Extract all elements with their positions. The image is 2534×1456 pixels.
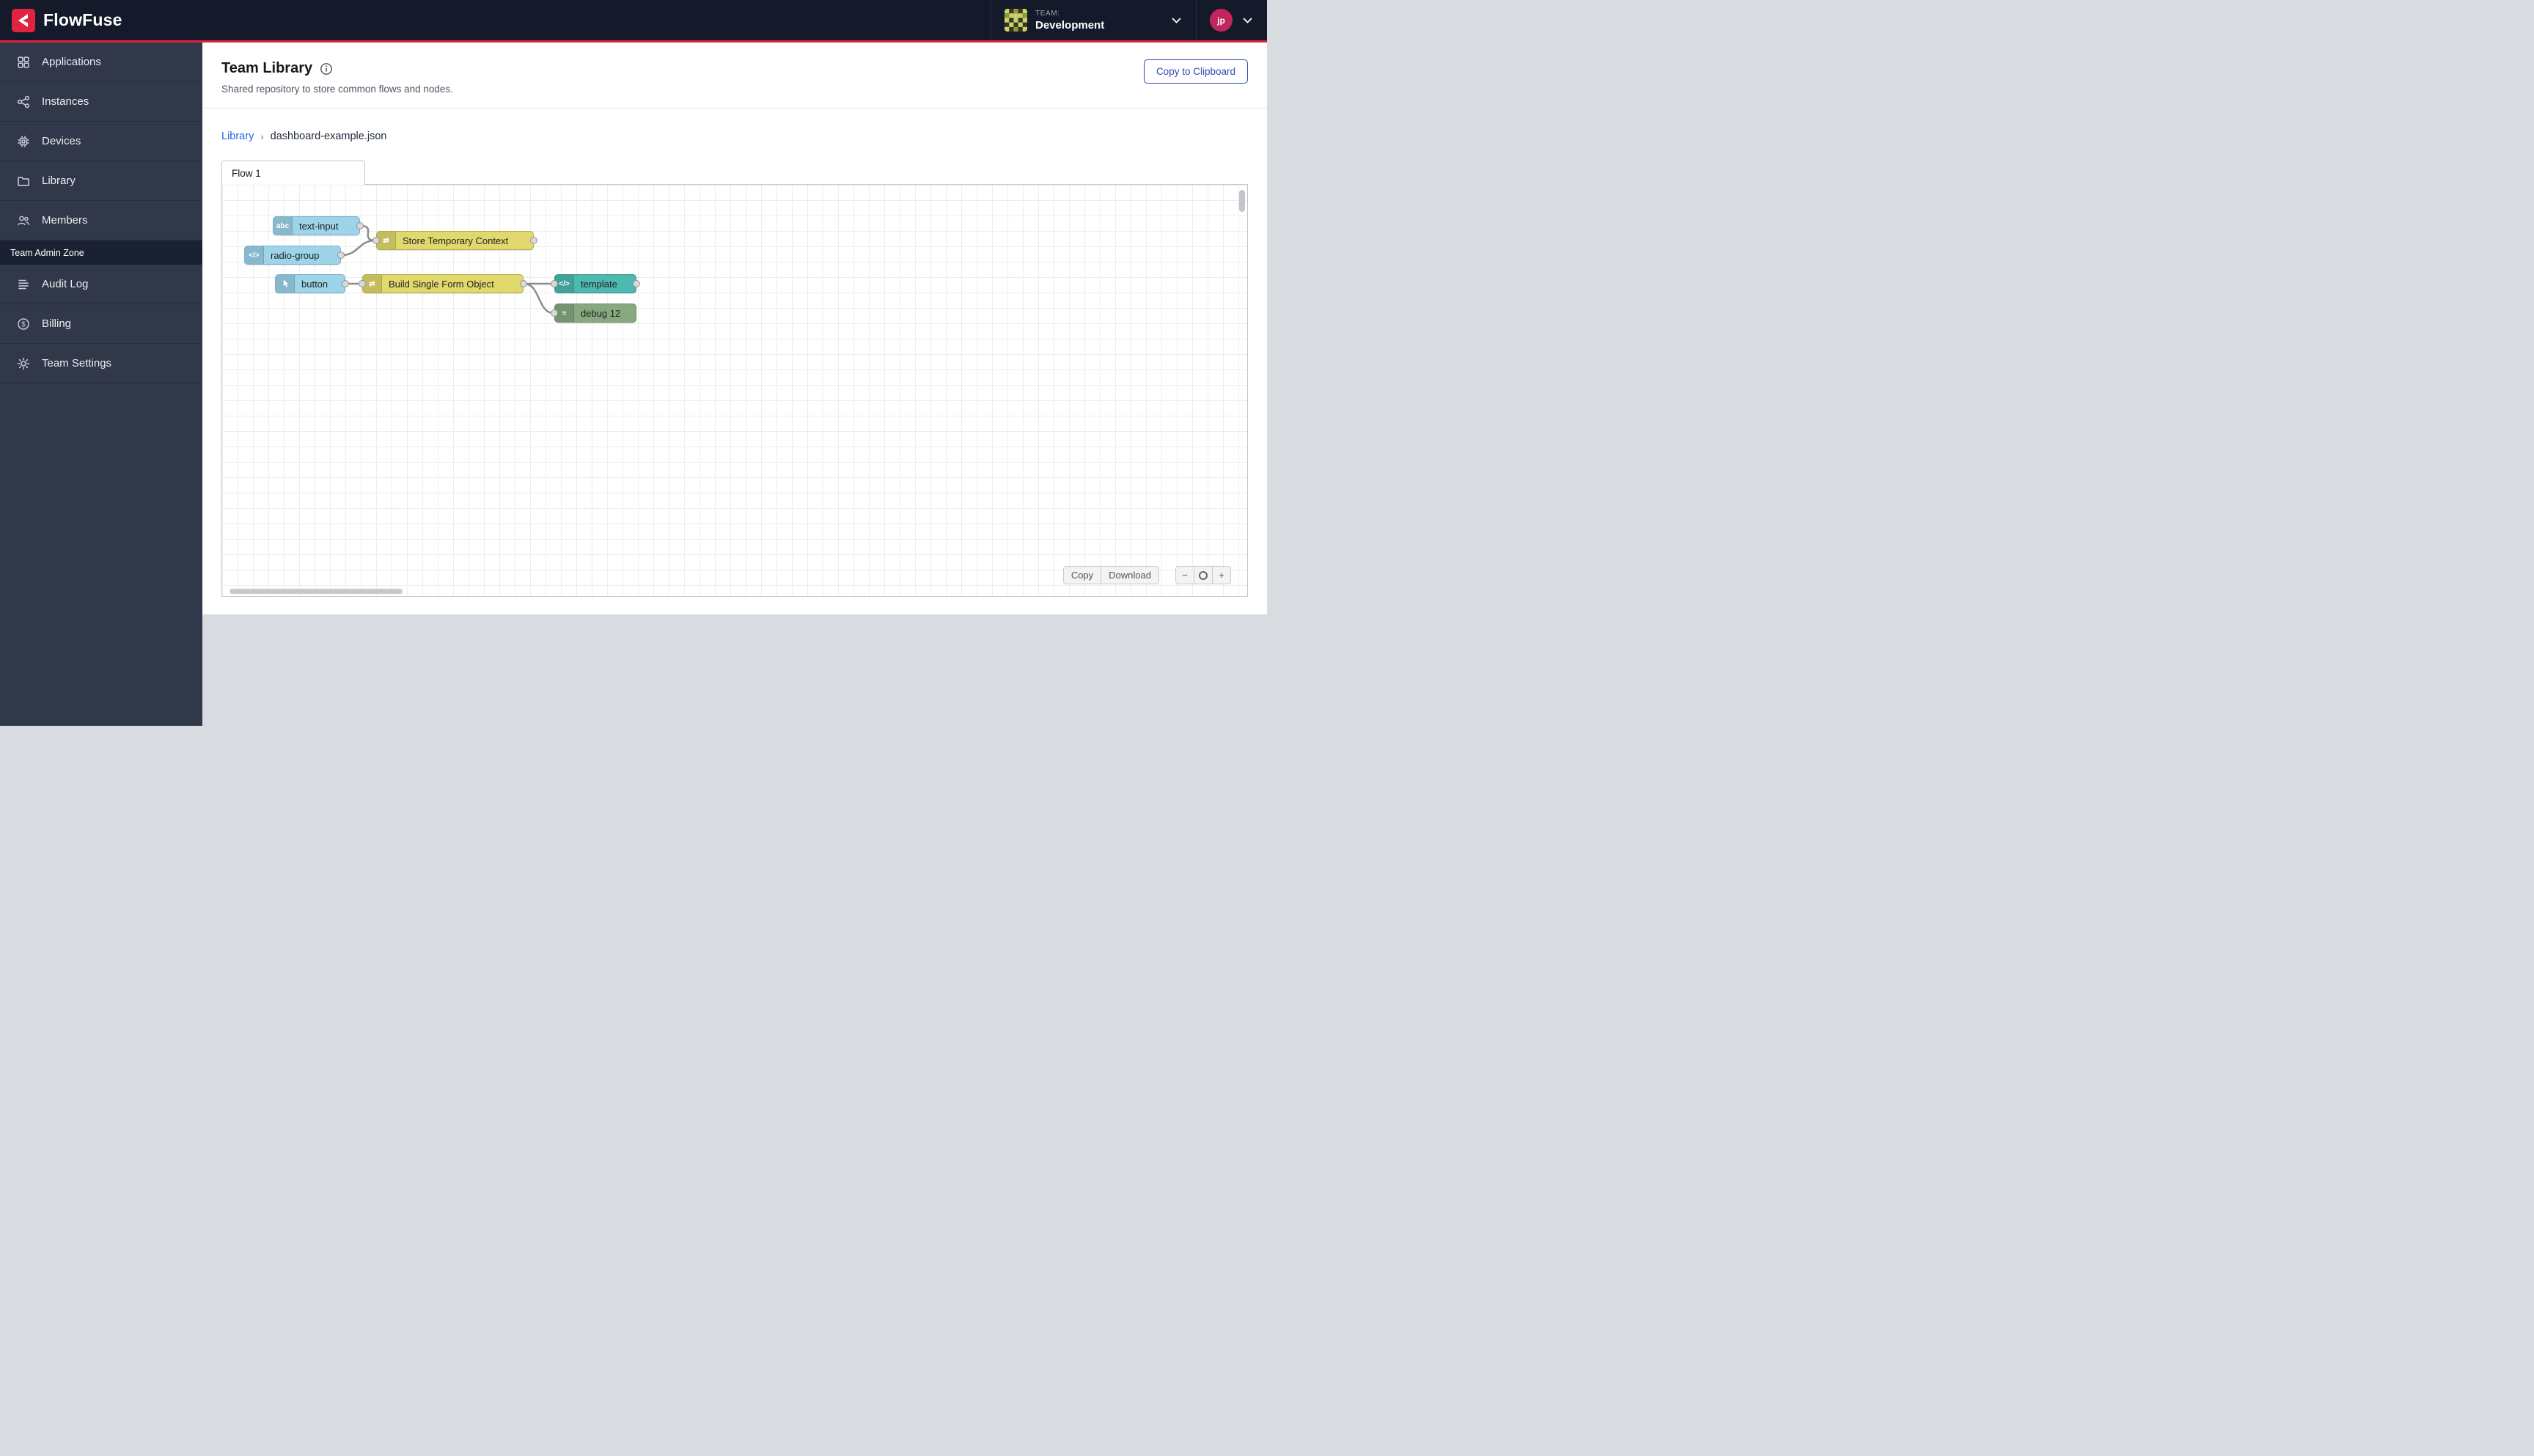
applications-icon [18,56,29,68]
sidebar-item-members[interactable]: Members [0,201,202,240]
vertical-scrollbar-thumb[interactable] [1239,190,1245,212]
swap-icon: ⇄ [363,275,382,293]
output-port[interactable] [530,237,537,244]
flow-node-template[interactable]: </> template [551,274,640,293]
zoom-in-button[interactable]: + [1212,566,1231,584]
flow-node-label: Build Single Form Object [389,278,494,290]
team-admin-zone-label: Team Admin Zone [0,240,202,265]
chevron-down-icon [1172,18,1181,23]
input-port[interactable] [372,237,380,244]
page-title: Team Library [221,60,313,76]
sidebar-item-label: Billing [42,317,72,330]
flow-node-text-input[interactable]: abc text-input [273,216,364,235]
sidebar-item-team-settings[interactable]: Team Settings [0,344,202,383]
output-port[interactable] [342,280,349,287]
info-icon[interactable] [320,62,333,76]
team-name: Development [1035,18,1105,32]
swap-icon: ⇄ [377,232,396,249]
input-port[interactable] [359,280,366,287]
gear-icon [17,357,30,369]
team-label: TEAM: [1035,9,1060,18]
team-selector[interactable]: TEAM: Development [991,0,1196,40]
audit-log-icon [18,279,29,289]
sidebar: Applications Instances Devices [0,43,202,726]
chevron-down-icon [1243,18,1252,23]
flowfuse-logo-icon [12,8,35,32]
flowfuse-logo[interactable]: FlowFuse [12,8,122,32]
sidebar-item-label: Instances [42,95,89,108]
content-panel: Team Library Shared repository to store … [202,43,1267,614]
devices-icon [18,136,29,147]
flow-node-label: Store Temporary Context [403,235,509,246]
flow-wire-radio-group-to-store-temporary-context[interactable] [341,239,376,257]
flow-node-build-single-form-object[interactable]: ⇄ Build Single Form Object [359,274,527,293]
flow-node-label: button [301,278,328,290]
abc-icon: abc [273,217,293,235]
sidebar-item-applications[interactable]: Applications [0,43,202,82]
instances-icon [17,95,30,108]
flow-wires [341,224,554,315]
flow-node-label: template [581,278,617,290]
output-port[interactable] [356,222,364,229]
output-port[interactable] [520,280,527,287]
team-avatar [1005,9,1027,32]
list-icon: ≡ [555,304,574,322]
zoom-reset-icon [1199,570,1208,580]
sidebar-item-devices[interactable]: Devices [0,122,202,161]
sidebar-item-label: Audit Log [42,278,89,290]
library-icon [18,176,29,186]
sidebar-item-label: Members [42,214,88,227]
billing-icon: $ [18,317,29,330]
input-port[interactable] [551,309,558,317]
page-subtitle: Shared repository to store common flows … [221,84,453,95]
input-port[interactable] [551,280,558,287]
code-icon: </> [245,246,264,264]
flow-node-debug-12[interactable]: ≡ debug 12 [551,304,636,323]
output-port[interactable] [337,251,345,259]
code-icon: </> [555,275,574,293]
main-area: Team Library Shared repository to store … [202,43,1267,726]
sidebar-item-label: Devices [42,135,81,147]
flow-node-radio-group[interactable]: </> radio-group [244,246,345,265]
flow-node-button[interactable]: button [275,274,349,293]
sidebar-item-label: Library [42,174,76,187]
user-avatar: jp [1210,9,1233,32]
sidebar-item-library[interactable]: Library [0,161,202,201]
breadcrumb-current: dashboard-example.json [270,130,387,142]
canvas-download-button[interactable]: Download [1101,566,1159,584]
top-header: FlowFuse [0,0,1267,43]
flow-node-store-temporary-context[interactable]: ⇄ Store Temporary Context [372,231,537,250]
sidebar-item-audit-log[interactable]: Audit Log [0,265,202,304]
brand-name: FlowFuse [43,10,122,29]
flow-node-label: radio-group [271,249,320,261]
zoom-reset-button[interactable] [1194,566,1213,584]
flow-wire-build-single-form-object-to-debug-12[interactable] [524,282,554,315]
sidebar-item-instances[interactable]: Instances [0,82,202,122]
pointer-icon [276,275,295,293]
output-port[interactable] [633,280,640,287]
sidebar-item-label: Team Settings [42,357,112,369]
page-header: Team Library Shared repository to store … [202,43,1267,109]
sidebar-item-billing[interactable]: $ Billing [0,304,202,344]
members-icon [18,216,30,225]
breadcrumb: Library › dashboard-example.json [221,130,1267,142]
zoom-controls: − + [1175,566,1231,584]
breadcrumb-library-link[interactable]: Library [221,130,254,142]
horizontal-scrollbar-thumb[interactable] [229,589,403,594]
svg-text:$: $ [21,320,26,328]
flow-node-label: text-input [299,220,339,232]
flow-nodes-layer: abc text-input ⇄ Store Temporary Context </>… [222,185,1247,596]
breadcrumb-separator: › [260,130,264,142]
tab-flow-1[interactable]: Flow 1 [221,161,365,185]
user-menu[interactable]: jp [1196,0,1267,40]
flow-canvas[interactable]: abc text-input ⇄ Store Temporary Context </>… [221,184,1248,597]
sidebar-item-label: Applications [42,56,101,68]
flow-viewer: Flow 1 abc text-input ⇄ Store Temporary Con… [221,161,1248,597]
copy-to-clipboard-button[interactable]: Copy to Clipboard [1143,59,1248,84]
canvas-actions: Copy Download [1062,566,1159,584]
flow-node-label: debug 12 [581,307,621,319]
